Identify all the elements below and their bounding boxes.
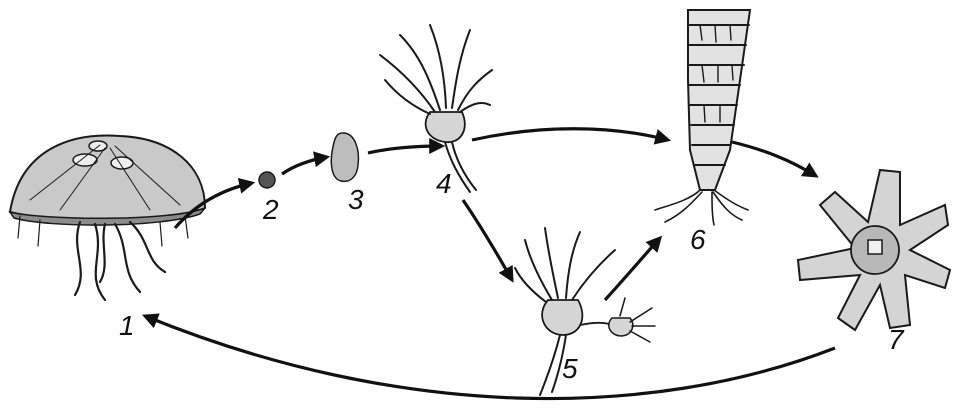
stage-label-4: 4: [436, 168, 452, 199]
arrow-7-to-1: [142, 313, 836, 401]
stage-label-3: 3: [348, 184, 364, 215]
arrow-1-to-2: [173, 177, 256, 230]
strobila-illustration: [654, 9, 752, 226]
stage-label-6: 6: [690, 224, 706, 255]
egg-illustration: [258, 171, 276, 189]
scyphistoma-illustration: [379, 24, 493, 193]
medusa-illustration: [8, 134, 207, 302]
arrow-5-to-6: [603, 235, 663, 302]
arrow-2-to-3: [281, 151, 331, 176]
stage-label-2: 2: [263, 194, 279, 225]
arrow-6-to-7: [731, 140, 819, 178]
budding-polyp-illustration: [514, 227, 656, 396]
stage-label-7: 7: [888, 324, 904, 355]
ephyra-illustration: [796, 168, 952, 332]
stage-label-1: 1: [119, 310, 135, 341]
arrow-4-to-6: [471, 127, 672, 145]
planula-illustration: [330, 132, 360, 183]
arrow-3-to-4: [367, 138, 446, 155]
arrow-4-to-5: [461, 199, 514, 283]
stage-label-5: 5: [562, 353, 578, 384]
